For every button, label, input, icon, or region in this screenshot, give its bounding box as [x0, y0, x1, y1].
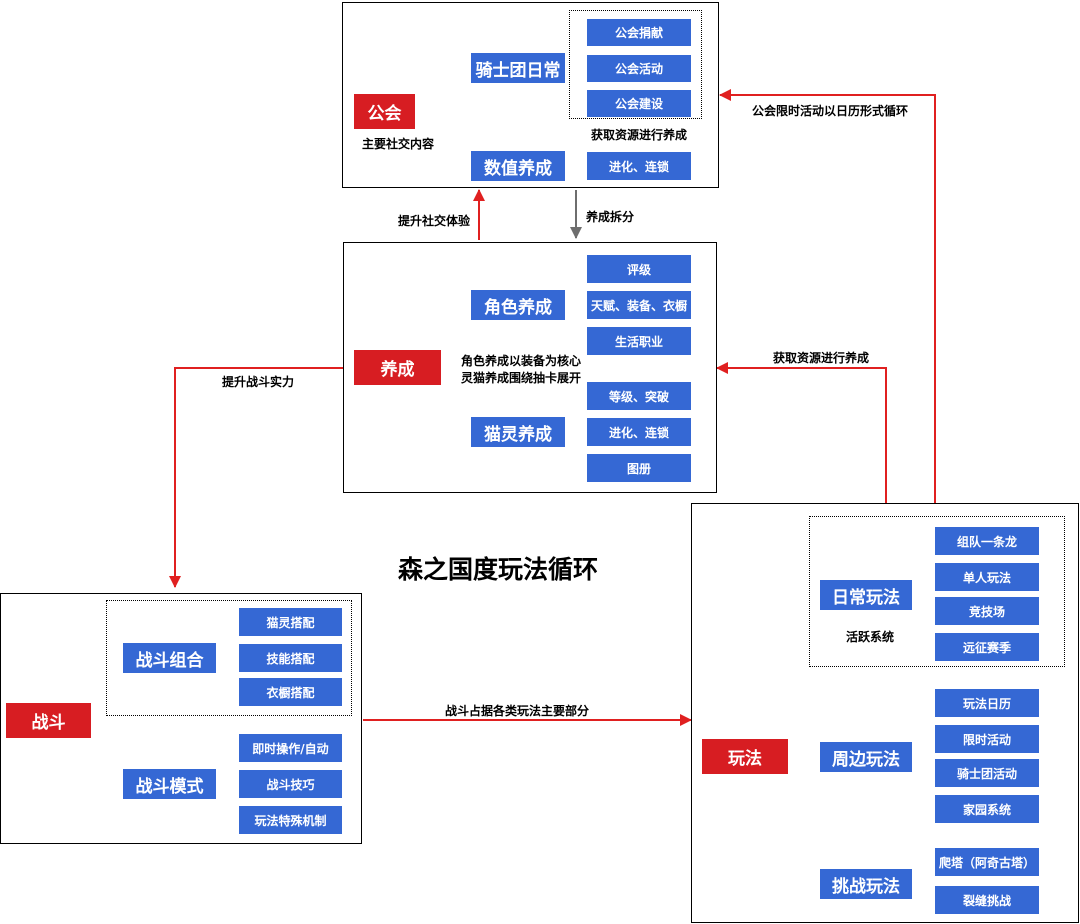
link-guild-cycle-arrow	[719, 89, 936, 503]
side-play-item: 家园系统	[935, 795, 1039, 823]
battle-combo-item: 衣橱搭配	[239, 678, 342, 706]
knight-daily-node: 骑士团日常	[471, 53, 565, 83]
side-play-item: 玩法日历	[935, 689, 1039, 717]
link-battle-main-label: 战斗占据各类玩法主要部分	[445, 704, 590, 718]
daily-play-group	[809, 516, 1065, 667]
challenge-play-node: 挑战玩法	[820, 869, 912, 899]
link-resource-arrow	[716, 362, 887, 503]
challenge-play-item: 裂缝挑战	[935, 886, 1039, 914]
guild-resource-note: 获取资源进行养成	[591, 128, 688, 142]
link-combat-power-label: 提升战斗实力	[222, 375, 295, 389]
cat-growth-node: 猫灵养成	[471, 417, 565, 447]
side-play-item: 骑士团活动	[935, 759, 1039, 787]
role-growth-item: 生活职业	[587, 327, 691, 355]
battle-combo-group	[106, 600, 352, 716]
role-growth-item: 天赋、装备、衣橱	[587, 291, 691, 319]
role-growth-node: 角色养成	[471, 290, 565, 320]
daily-play-node: 日常玩法	[820, 580, 912, 610]
knight-daily-item: 公会捐献	[587, 19, 691, 46]
growth-note-line: 角色养成以装备为核心	[461, 354, 582, 368]
daily-play-item: 竞技场	[935, 597, 1039, 625]
link-social-label: 提升社交体验	[398, 214, 471, 228]
link-split-label: 养成拆分	[586, 210, 635, 224]
battle-mode-item: 战斗技巧	[239, 770, 342, 798]
guild-subtitle: 主要社交内容	[362, 137, 435, 151]
knight-daily-item: 公会活动	[587, 55, 691, 82]
battle-node: 战斗	[6, 703, 91, 738]
battle-combo-node: 战斗组合	[123, 643, 216, 673]
daily-play-item: 单人玩法	[935, 563, 1039, 591]
cat-growth-item: 等级、突破	[587, 382, 691, 410]
cat-growth-item: 图册	[587, 454, 691, 482]
guild-node: 公会	[354, 94, 415, 129]
side-play-item: 限时活动	[935, 725, 1039, 753]
link-resource-label: 获取资源进行养成	[773, 351, 870, 365]
battle-combo-item: 技能搭配	[239, 644, 342, 672]
battle-mode-item: 即时操作/自动	[239, 734, 342, 762]
battle-mode-item: 玩法特殊机制	[239, 806, 342, 834]
battle-combo-item: 猫灵搭配	[239, 608, 342, 636]
challenge-play-item: 爬塔（阿奇古塔）	[935, 848, 1039, 876]
daily-play-item: 组队一条龙	[935, 527, 1039, 555]
num-growth-item: 进化、连锁	[587, 152, 691, 180]
play-node: 玩法	[702, 739, 788, 774]
growth-note-line: 灵猫养成围绕抽卡展开	[461, 371, 582, 385]
link-guild-cycle-label: 公会限时活动以日历形式循环	[752, 104, 909, 118]
num-growth-node: 数值养成	[471, 151, 565, 181]
role-growth-item: 评级	[587, 255, 691, 283]
link-combat-power-arrow	[169, 367, 343, 588]
side-play-node: 周边玩法	[820, 742, 912, 772]
daily-play-item: 远征赛季	[935, 633, 1039, 661]
battle-mode-node: 战斗模式	[123, 769, 216, 799]
daily-play-subtitle: 活跃系统	[846, 630, 895, 644]
cat-growth-item: 进化、连锁	[587, 418, 691, 446]
knight-daily-group	[569, 10, 702, 119]
growth-node: 养成	[354, 350, 441, 385]
diagram-title: 森之国度玩法循环	[398, 555, 599, 584]
knight-daily-item: 公会建设	[587, 90, 691, 117]
